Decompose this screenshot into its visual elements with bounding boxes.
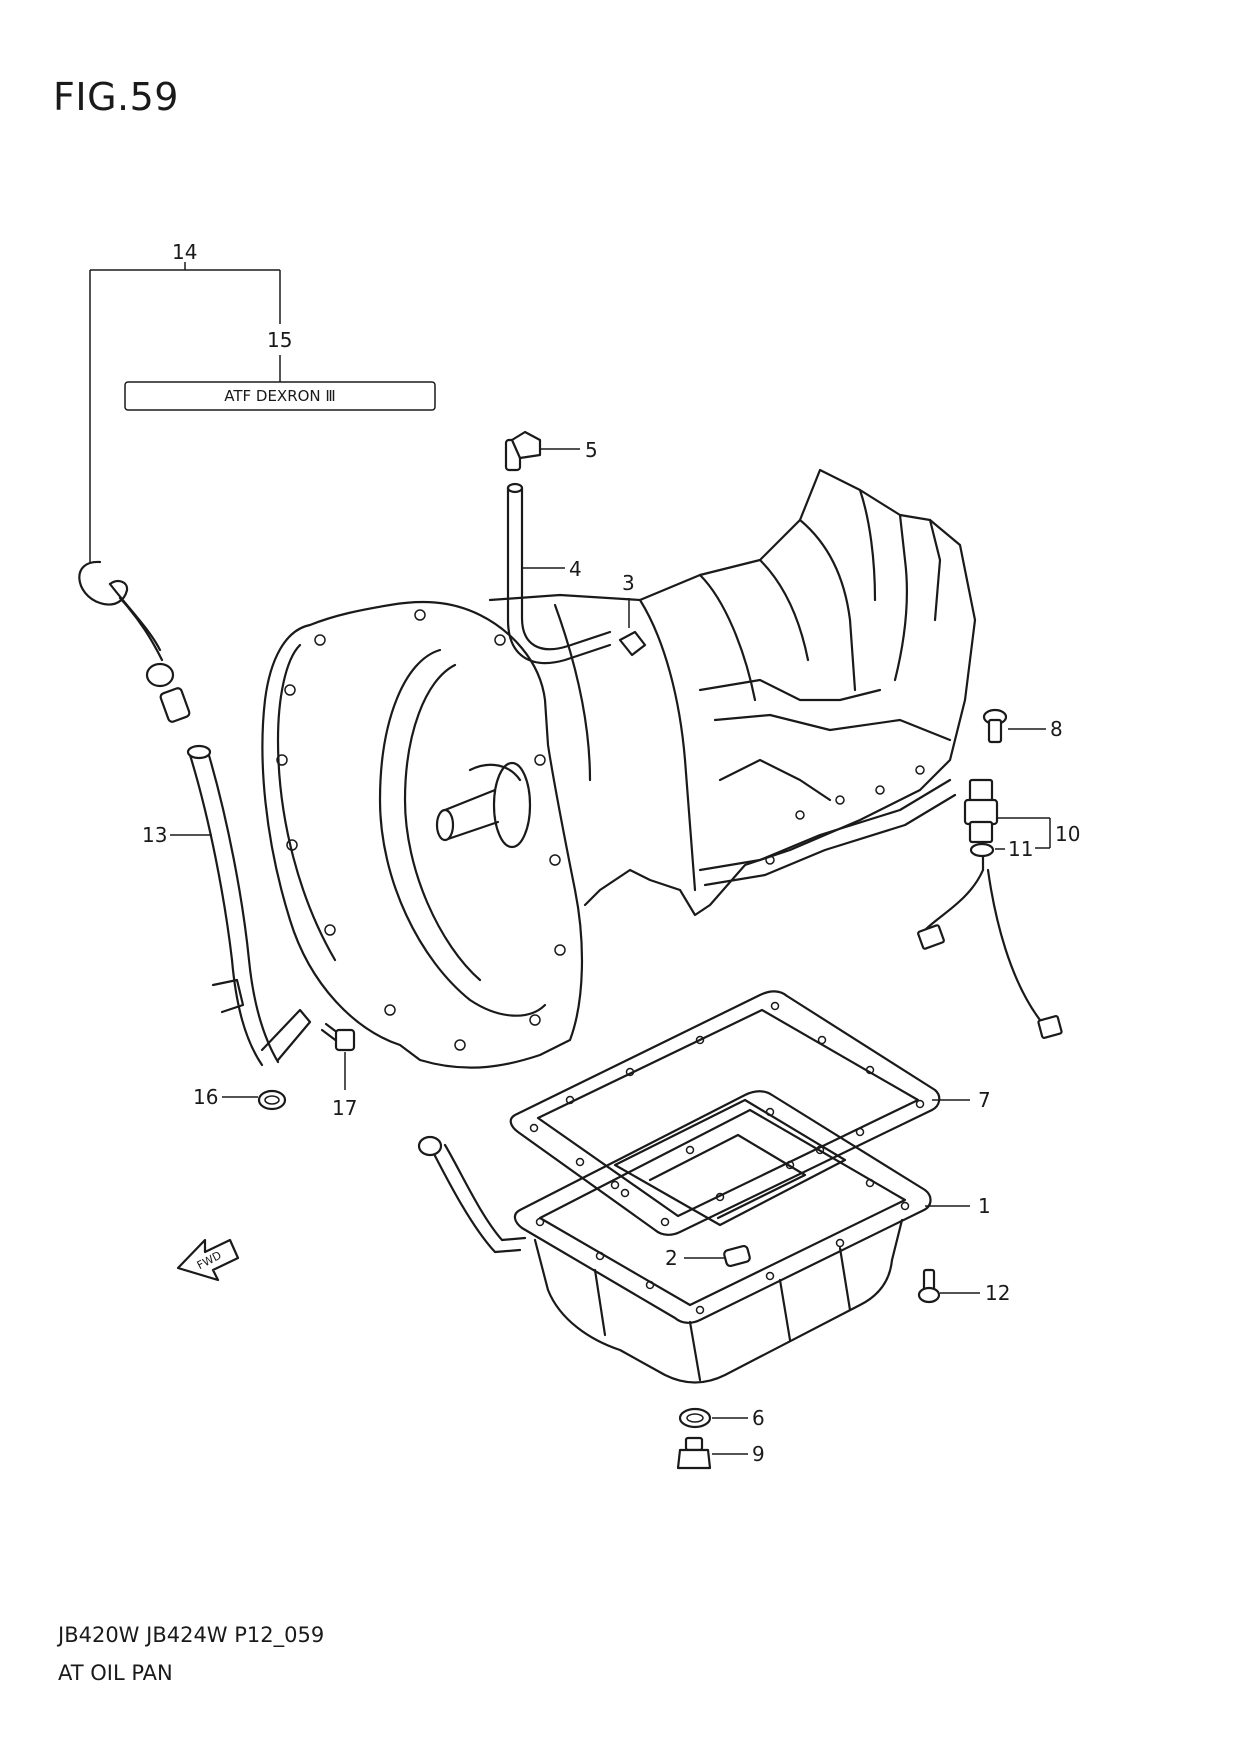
part-label-7: 7 <box>978 1088 991 1112</box>
drain-washer-6 <box>678 1407 748 1429</box>
figure-name: AT OIL PAN <box>58 1661 173 1685</box>
part-label-4: 4 <box>569 557 582 581</box>
part-label-14: 14 <box>172 240 197 264</box>
part-label-12: 12 <box>985 1281 1010 1305</box>
gasket-7 <box>509 990 970 1236</box>
atf-note-text: ATF DEXRON Ⅲ <box>224 387 336 405</box>
hose-clip-3 <box>618 598 647 657</box>
oil-pan-1 <box>417 1090 970 1384</box>
atf-note-box: ATF DEXRON Ⅲ <box>124 381 436 411</box>
figure-title: FIG.59 <box>53 75 179 119</box>
part-label-5: 5 <box>585 438 598 462</box>
part-number-labels: 1 2 3 4 5 6 7 8 9 10 11 12 13 14 15 16 1… <box>142 240 1080 1466</box>
part-label-17: 17 <box>332 1096 357 1120</box>
bolt-17 <box>320 1022 356 1090</box>
part-label-13: 13 <box>142 823 167 847</box>
part-label-8: 8 <box>1050 717 1063 741</box>
drain-plug-9 <box>676 1436 748 1470</box>
part-label-11: 11 <box>1008 837 1033 861</box>
bolt-8 <box>982 708 1046 744</box>
breather-hose-4 <box>506 482 612 665</box>
transmission-housing <box>261 468 977 1069</box>
part-label-16: 16 <box>193 1085 218 1109</box>
part-label-15: 15 <box>267 328 292 352</box>
o-ring-11 <box>969 842 1005 858</box>
bolt-12 <box>917 1268 980 1304</box>
part-label-10: 10 <box>1055 822 1080 846</box>
model-code: JB420W JB424W P12_059 <box>58 1623 325 1647</box>
part-label-1: 1 <box>978 1194 991 1218</box>
dipstick-13 <box>78 560 312 1067</box>
o-ring-16 <box>222 1089 287 1111</box>
bracket-14-15 <box>89 262 281 563</box>
part-label-2: 2 <box>665 1246 678 1270</box>
fwd-arrow-icon: FWD <box>176 1238 240 1282</box>
part-label-3: 3 <box>622 571 635 595</box>
breather-union-5 <box>504 430 580 472</box>
part-label-6: 6 <box>752 1406 765 1430</box>
sensor-10 <box>917 778 1063 1039</box>
part-label-9: 9 <box>752 1442 765 1466</box>
